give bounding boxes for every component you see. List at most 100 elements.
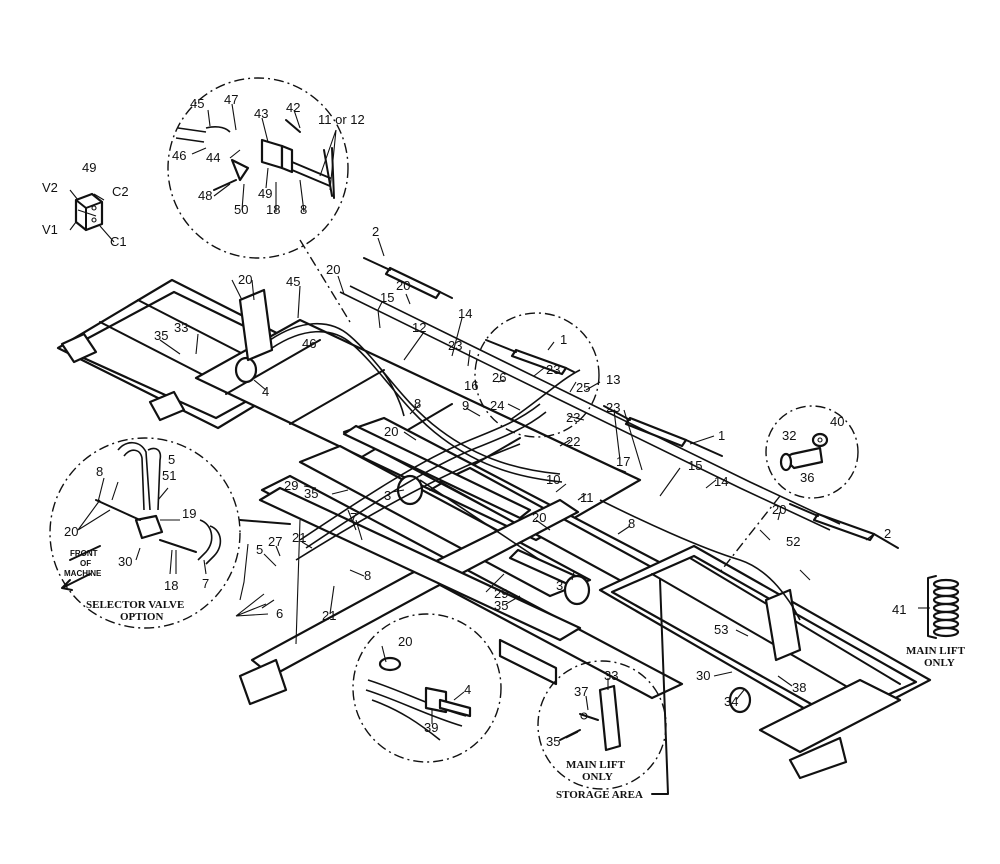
callout-number: C2 bbox=[112, 184, 129, 199]
callout-number: 7 bbox=[202, 576, 209, 591]
leader-lines bbox=[69, 103, 930, 739]
callout-number: 25 bbox=[576, 380, 590, 395]
callout-number: 35 bbox=[494, 598, 508, 613]
leader-valve bbox=[299, 239, 351, 323]
callout-number: 46 bbox=[302, 336, 316, 351]
callout-number: 48 bbox=[198, 188, 212, 203]
callout-number: 20 bbox=[238, 272, 252, 287]
callout-number: 34 bbox=[724, 694, 738, 709]
leader-storage bbox=[651, 579, 669, 795]
callout-number: 12 bbox=[412, 320, 426, 335]
callout-number: 23 bbox=[448, 338, 462, 353]
selector-valve-caption: SELECTOR VALVE bbox=[86, 599, 184, 611]
callout-number: 3 bbox=[384, 488, 391, 503]
callout-number: 36 bbox=[800, 470, 814, 485]
callout-number: 20 bbox=[532, 510, 546, 525]
callout-number: 23 bbox=[566, 410, 580, 425]
callout-number: 30 bbox=[118, 554, 132, 569]
callout-number: 24 bbox=[490, 398, 504, 413]
callout-number: 53 bbox=[714, 622, 728, 637]
callout-number: 21 bbox=[322, 608, 336, 623]
detail-pin-circle bbox=[765, 405, 859, 499]
callout-number: 37 bbox=[574, 684, 588, 699]
callout-number: 33 bbox=[174, 320, 188, 335]
callout-number: 20 bbox=[326, 262, 340, 277]
callout-number: 19 bbox=[182, 506, 196, 521]
callout-number: 16 bbox=[464, 378, 478, 393]
storage-area-caption: STORAGE AREA bbox=[556, 789, 643, 801]
callout-number: 35 bbox=[546, 734, 560, 749]
callout-number: 18 bbox=[266, 202, 280, 217]
callout-number: 52 bbox=[786, 534, 800, 549]
callout-number: 40 bbox=[830, 414, 844, 429]
callout-number: 3 bbox=[556, 578, 563, 593]
callout-number: 49 bbox=[258, 186, 272, 201]
callout-number: 5 bbox=[256, 542, 263, 557]
valve-block-icon bbox=[74, 192, 104, 232]
callout-number: 20 bbox=[64, 524, 78, 539]
callout-number: 33 bbox=[604, 668, 618, 683]
callout-number: 20 bbox=[384, 424, 398, 439]
callout-number: 8 bbox=[628, 516, 635, 531]
callout-number: 20 bbox=[396, 278, 410, 293]
selector-valve-caption: OPTION bbox=[120, 611, 163, 623]
detail-storage-circle bbox=[537, 660, 667, 790]
leader-selector bbox=[239, 519, 291, 525]
main-lift-only-caption: MAIN LIFT bbox=[906, 645, 966, 657]
callout-number: 17 bbox=[616, 454, 630, 469]
callout-number: 50 bbox=[234, 202, 248, 217]
callout-number: 29 bbox=[284, 478, 298, 493]
callout-number: 20 bbox=[772, 502, 786, 517]
callout-number: 8 bbox=[414, 396, 421, 411]
callout-number: 8 bbox=[96, 464, 103, 479]
callout-number: 43 bbox=[254, 106, 268, 121]
callout-number: 14 bbox=[458, 306, 472, 321]
callout-number: 23 bbox=[606, 400, 620, 415]
callout-number: 32 bbox=[782, 428, 796, 443]
callout-number: 22 bbox=[566, 434, 580, 449]
callout-number: 7 bbox=[350, 510, 357, 525]
callout-number: 30 bbox=[696, 668, 710, 683]
callout-number: 4 bbox=[464, 682, 471, 697]
callout-number: 14 bbox=[714, 474, 728, 489]
callout-number: 2 bbox=[884, 526, 891, 541]
callout-number: 35 bbox=[154, 328, 168, 343]
spacer-stack-icon bbox=[927, 575, 960, 639]
callout-number: 1 bbox=[560, 332, 567, 347]
main-lift-only-caption: MAIN LIFT bbox=[566, 759, 626, 771]
callout-number: 39 bbox=[424, 720, 438, 735]
callout-number: 41 bbox=[892, 602, 906, 617]
callout-number: 15 bbox=[688, 458, 702, 473]
front-arrow-icon bbox=[61, 573, 91, 591]
callout-number: 31 bbox=[0, 0, 14, 3]
callout-number: 26 bbox=[492, 370, 506, 385]
callout-number: 11 bbox=[580, 490, 594, 505]
callout-number: V2 bbox=[42, 180, 58, 195]
main-lift-only-caption: ONLY bbox=[582, 771, 613, 783]
detail-valve-circle bbox=[167, 77, 349, 259]
detail-pivot-circle bbox=[352, 613, 502, 763]
callout-number: 8 bbox=[300, 202, 307, 217]
detail-lift-circle bbox=[474, 312, 600, 438]
callout-number: 18 bbox=[164, 578, 178, 593]
callout-number: 9 bbox=[462, 398, 469, 413]
callout-number: 15 bbox=[380, 290, 394, 305]
callout-number: V1 bbox=[42, 222, 58, 237]
callout-number: C1 bbox=[110, 234, 127, 249]
callout-number: 13 bbox=[606, 372, 620, 387]
callout-number: 20 bbox=[398, 634, 412, 649]
callout-number: 46 bbox=[172, 148, 186, 163]
front-of-machine-label: FRONT bbox=[70, 549, 98, 558]
callout-number: 38 bbox=[792, 680, 806, 695]
detail-selector-valve-circle bbox=[49, 437, 241, 629]
callout-number: 1 bbox=[718, 428, 725, 443]
callout-number: 5 bbox=[168, 452, 175, 467]
front-of-machine-label: OF bbox=[80, 559, 91, 568]
callout-number: 6 bbox=[276, 606, 283, 621]
callout-number: 47 bbox=[224, 92, 238, 107]
callout-number: 23 bbox=[546, 362, 560, 377]
callout-number: 44 bbox=[206, 150, 220, 165]
callout-number: 42 bbox=[286, 100, 300, 115]
